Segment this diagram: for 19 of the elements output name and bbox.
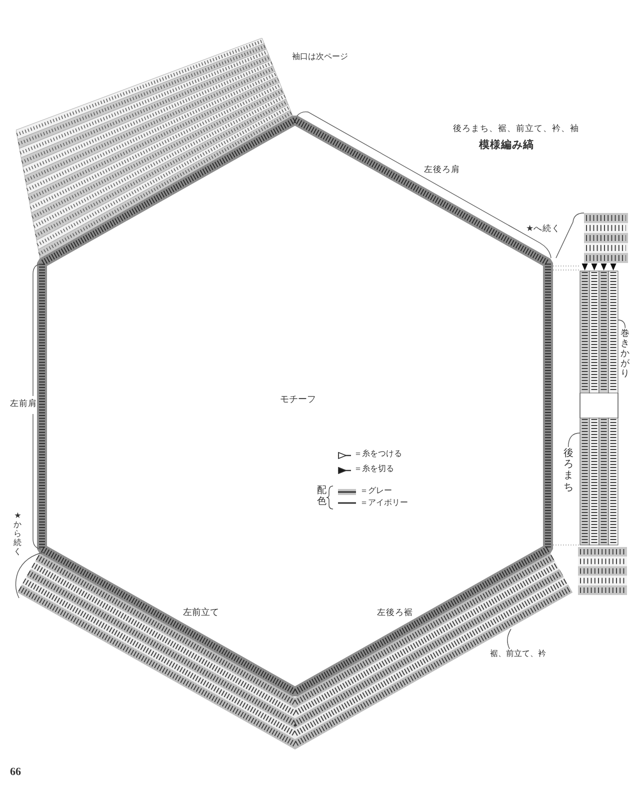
leader-line: [507, 628, 512, 650]
legend-heading: 配色: [317, 486, 327, 508]
motif-hexagon: [36, 114, 554, 698]
part-label: 左後ろ裾: [377, 609, 413, 618]
section-heading: 後ろまち、裾、前立て、衿、袖: [453, 125, 579, 134]
legend-text: ＝アイボリー: [360, 499, 408, 507]
part-label: 裾、前立て、衿: [490, 650, 546, 658]
part-label: 左後ろ肩: [424, 166, 460, 174]
legend-text: ＝糸をつける: [354, 450, 402, 458]
legend-text: ＝グレー: [360, 487, 392, 495]
note-text: 袖口は次ページ: [292, 53, 348, 61]
part-label: 左前肩: [10, 400, 37, 408]
page-number: 66: [10, 767, 21, 778]
continuation-note: ★へ続く: [526, 225, 561, 234]
continuation-note: ★から続く: [14, 512, 22, 557]
part-label: 左前立て: [183, 609, 219, 618]
legend-text: ＝糸を切る: [354, 465, 394, 473]
section-heading: 模様編み縞: [479, 140, 534, 150]
motif-label: モチーフ: [280, 396, 316, 405]
